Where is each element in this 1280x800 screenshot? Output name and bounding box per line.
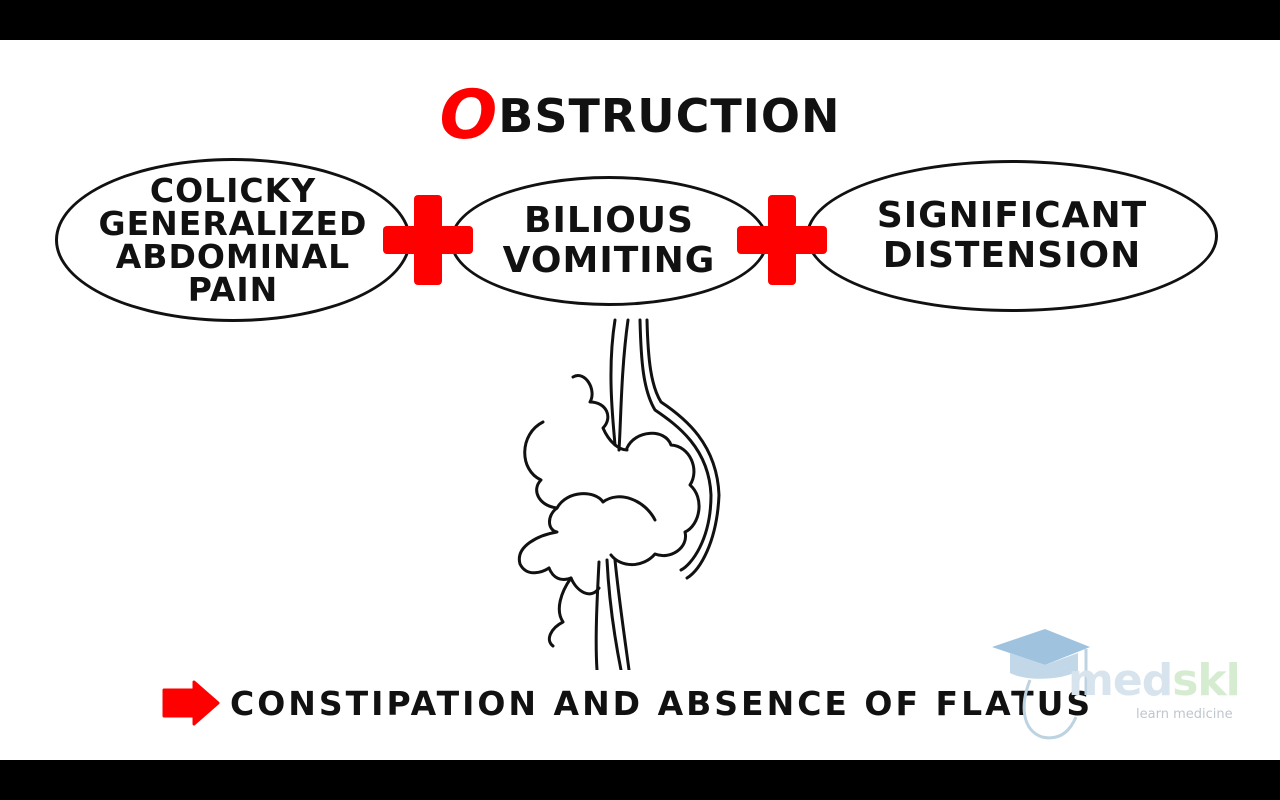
symptom-oval-vomiting: BILIOUS VOMITING bbox=[450, 176, 768, 306]
symptom-oval-pain: COLICKY GENERALIZED ABDOMINAL PAIN bbox=[55, 158, 411, 322]
symptom-oval-distension: SIGNIFICANT DISTENSION bbox=[806, 160, 1218, 312]
graduation-cap-icon bbox=[992, 629, 1090, 740]
plus-icon bbox=[737, 195, 827, 285]
letterbox-top bbox=[0, 0, 1280, 40]
logo-word-main: med bbox=[1068, 655, 1173, 706]
symptom-label: SIGNIFICANT DISTENSION bbox=[876, 195, 1148, 276]
brand-logo: medskl learn medicine bbox=[990, 625, 1260, 745]
obstructed-bowel-illustration bbox=[517, 318, 721, 670]
symptom-label: BILIOUS VOMITING bbox=[502, 200, 716, 281]
slide: OBSTRUCTION COLICKY GENERALIZED ABDOMINA… bbox=[0, 40, 1280, 760]
logo-word-accent: skl bbox=[1172, 655, 1241, 706]
title-rest: BSTRUCTION bbox=[498, 89, 841, 143]
symptom-label: COLICKY GENERALIZED ABDOMINAL PAIN bbox=[98, 171, 368, 309]
bottom-statement: CONSTIPATION AND ABSENCE OF FLATUS bbox=[160, 680, 1093, 726]
arrow-right-icon bbox=[162, 680, 220, 726]
logo-tagline: learn medicine bbox=[1136, 707, 1233, 722]
title-first-letter: O bbox=[439, 76, 499, 155]
logo-wordmark: medskl bbox=[1068, 655, 1241, 706]
letterbox-bottom bbox=[0, 760, 1280, 800]
slide-title: OBSTRUCTION bbox=[0, 76, 1280, 155]
plus-icon bbox=[383, 195, 473, 285]
bottom-statement-text: CONSTIPATION AND ABSENCE OF FLATUS bbox=[230, 683, 1094, 723]
